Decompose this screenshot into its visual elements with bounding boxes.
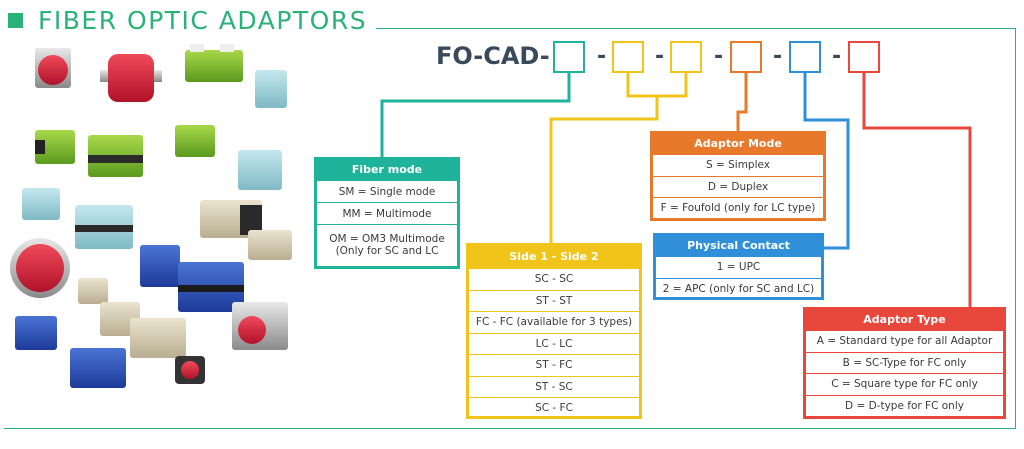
aqua-lc-adaptor-icon: [255, 70, 287, 108]
adaptor-type-option: B = SC-Type for FC only: [806, 351, 1003, 374]
code-slot-side-2: [670, 41, 702, 73]
adaptor-mode-option: S = Simplex: [653, 154, 823, 176]
beige-lc-duplex-icon: [200, 200, 262, 238]
side-option: ST - ST: [469, 289, 639, 312]
beige-lc-small-icon: [78, 278, 108, 304]
adaptor-mode-table: Adaptor Mode S = Simplex D = Duplex F = …: [650, 131, 826, 221]
side-title: Side 1 - Side 2: [469, 246, 639, 268]
code-slot-adaptor-type: [848, 41, 880, 73]
adaptor-type-table: Adaptor Type A = Standard type for all A…: [803, 307, 1006, 419]
green-lc-small-icon: [175, 125, 215, 157]
code-separator: -: [773, 44, 783, 69]
product-code-prefix: FO-CAD-: [436, 42, 550, 70]
aqua-lc-small-icon: [22, 188, 60, 220]
red-st-fc-hybrid-icon: [175, 356, 205, 384]
side-option: SC - FC: [469, 397, 639, 419]
adaptor-type-option: D = D-type for FC only: [806, 394, 1003, 417]
header-rule: [376, 28, 1016, 29]
fiber-mode-table: Fiber mode SM = Single mode MM = Multimo…: [314, 157, 460, 269]
side-option: LC - LC: [469, 332, 639, 355]
header-square-icon: [8, 13, 23, 28]
frame-right-rule: [1015, 28, 1016, 428]
side-option: FC - FC (available for 3 types): [469, 311, 639, 333]
red-sc-fc-hybrid-icon: [232, 302, 288, 350]
red-fc-square-adaptor-icon: [100, 54, 162, 102]
physical-contact-table: Physical Contact 1 = UPC 2 = APC (only f…: [653, 233, 824, 300]
connector-adaptor-type: [862, 73, 972, 307]
green-sc-simplex-icon: [88, 135, 143, 177]
adaptor-products-illustration: [10, 44, 292, 388]
fiber-mode-option: MM = Multimode: [317, 202, 457, 224]
footer-rule: [4, 428, 1016, 429]
adaptor-type-title: Adaptor Type: [806, 310, 1003, 330]
aqua-sc-adaptor-icon: [238, 150, 282, 190]
code-slot-physical-contact: [789, 41, 821, 73]
aqua-sc-duplex-icon: [75, 205, 133, 249]
side-option: ST - SC: [469, 375, 639, 398]
green-sc-duplex-icon: [185, 44, 243, 82]
adaptor-type-option: A = Standard type for all Adaptor: [806, 330, 1003, 352]
connector-physical-contact: [803, 73, 850, 250]
green-lc-adaptor-icon: [35, 130, 75, 164]
side-option: SC - SC: [469, 268, 639, 290]
beige-lc-quad-large-icon: [130, 318, 186, 358]
adaptor-mode-title: Adaptor Mode: [653, 134, 823, 154]
beige-sc-adaptor-icon: [248, 230, 292, 260]
fiber-mode-option: SM = Single mode: [317, 180, 457, 202]
code-separator: -: [655, 44, 665, 69]
physical-contact-option: 1 = UPC: [656, 256, 821, 278]
code-separator: -: [714, 44, 724, 69]
blue-sc-simplex-icon: [140, 245, 180, 287]
adaptor-type-option: C = Square type for FC only: [806, 373, 1003, 395]
fiber-mode-title: Fiber mode: [317, 160, 457, 180]
connector-fiber-mode: [380, 73, 571, 157]
adaptor-mode-option: F = Foufold (only for LC type): [653, 197, 823, 219]
physical-contact-title: Physical Contact: [656, 236, 821, 256]
side-option: ST - FC: [469, 354, 639, 376]
code-separator: -: [597, 44, 607, 69]
blue-lc-duplex-icon: [15, 316, 57, 350]
blue-sc-duplex-icon: [178, 262, 244, 312]
connector-side-drop: [549, 96, 659, 243]
side-table: Side 1 - Side 2 SC - SC ST - ST FC - FC …: [466, 243, 642, 419]
red-fc-panel-icon: [10, 238, 70, 298]
physical-contact-option: 2 = APC (only for SC and LC): [656, 277, 821, 300]
fiber-mode-option: OM = OM3 Multimode (Only for SC and LC: [317, 224, 457, 265]
blue-lc-quad-icon: [70, 348, 126, 388]
code-slot-adaptor-mode: [730, 41, 762, 73]
adaptor-mode-option: D = Duplex: [653, 175, 823, 198]
connector-side: [626, 73, 688, 98]
connector-adaptor-mode: [736, 73, 748, 131]
code-slot-fiber-mode: [553, 41, 585, 73]
red-fc-adaptor-icon: [35, 48, 71, 88]
page-title: FIBER OPTIC ADAPTORS: [38, 6, 368, 35]
code-separator: -: [832, 44, 842, 69]
code-slot-side-1: [612, 41, 644, 73]
